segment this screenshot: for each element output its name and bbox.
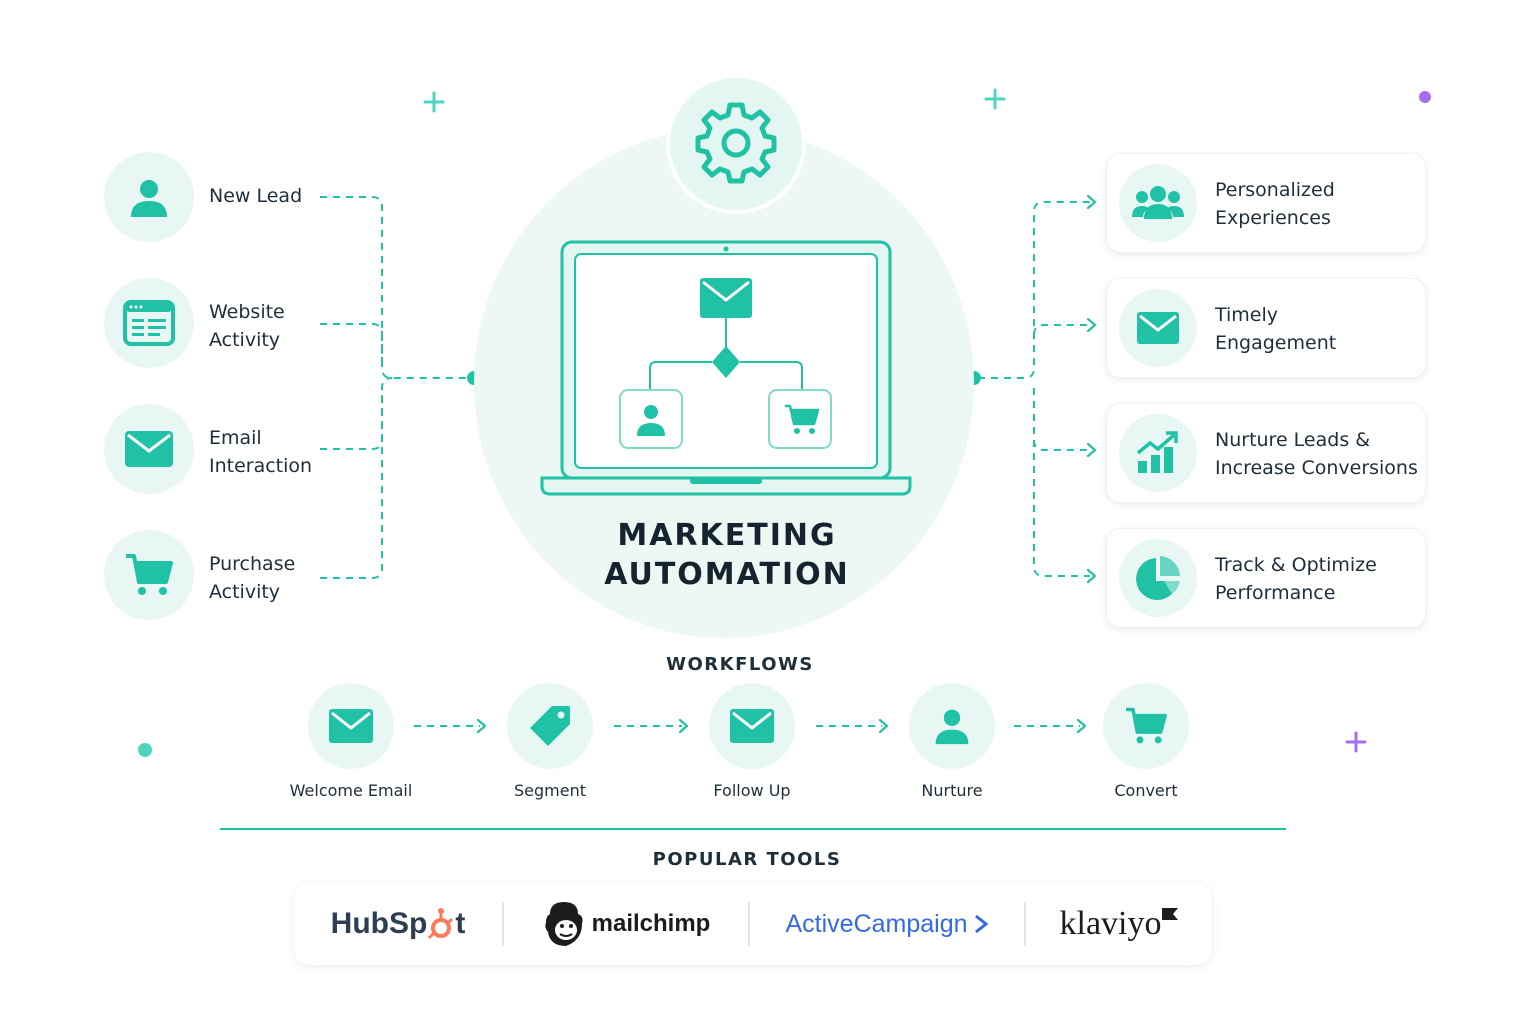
mailchimp-freddie-icon	[544, 902, 583, 946]
pie-chart-icon	[1136, 556, 1180, 600]
input-website-icon-bg	[104, 278, 194, 368]
screen-mail-icon	[700, 278, 752, 318]
chevron-right-icon	[974, 914, 988, 934]
workflows-title: WORKFLOWS	[666, 654, 814, 675]
output-icon-bg	[1119, 164, 1197, 242]
laptop-illustration	[540, 240, 912, 496]
decision-diamond-icon	[712, 346, 740, 378]
workflow-step-segment: Segment	[470, 683, 630, 800]
mail-icon	[1137, 312, 1179, 344]
workflow-step-convert: Convert	[1066, 683, 1226, 800]
workflow-icon-bg	[909, 683, 995, 769]
hub-title-line1: MARKETING	[617, 518, 837, 553]
browser-window-icon	[123, 300, 175, 346]
mailchimp-logo: mailchimp	[504, 883, 748, 965]
workflow-step-welcome-email: Welcome Email	[271, 683, 431, 800]
output-icon-bg	[1119, 539, 1197, 617]
cart-icon	[126, 554, 173, 595]
popular-tools-title: POPULAR TOOLS	[652, 849, 842, 870]
group-icon	[1132, 186, 1184, 219]
workflow-icon-bg	[507, 683, 593, 769]
workflow-icon-bg	[1103, 683, 1189, 769]
workflow-step-nurture: Nurture	[872, 683, 1032, 800]
workflow-step-follow-up: Follow Up	[672, 683, 832, 800]
tag-icon	[530, 706, 570, 746]
mail-icon	[730, 709, 774, 743]
input-new-lead-icon-bg	[104, 152, 194, 242]
tools-divider	[1024, 902, 1026, 946]
workflow-step-label: Nurture	[921, 781, 983, 800]
hub-title-line2: AUTOMATION	[604, 557, 850, 592]
mail-icon	[329, 709, 373, 743]
workflow-step-label: Segment	[514, 781, 586, 800]
output-icon-bg	[1119, 289, 1197, 367]
user-icon	[131, 180, 167, 217]
activecampaign-logo: ActiveCampaign	[750, 883, 1024, 965]
output-icon-bg	[1119, 414, 1197, 492]
workflow-step-label: Follow Up	[713, 781, 791, 800]
workflow-icon-bg	[308, 683, 394, 769]
gear-icon	[695, 102, 777, 184]
input-email-icon-bg	[104, 404, 194, 494]
input-label-new-lead: New Lead	[209, 185, 303, 207]
workflow-icon-bg	[709, 683, 795, 769]
output-card-nurture: Nurture Leads &Increase Conversions	[1106, 403, 1426, 503]
cart-icon	[1126, 707, 1167, 744]
tools-divider	[502, 902, 504, 946]
mail-icon	[125, 431, 173, 467]
output-label-nurture: Nurture Leads &Increase Conversions	[1215, 429, 1418, 479]
klaviyo-flag-icon	[1162, 908, 1179, 920]
hubspot-logo: HubSp t	[330, 907, 466, 940]
growth-chart-icon	[1136, 431, 1178, 473]
workflow-step-label: Welcome Email	[289, 781, 413, 800]
hubspot-sprocket-icon	[428, 908, 454, 940]
workflow-step-label: Convert	[1114, 781, 1178, 800]
klaviyo-logo: klaviyo	[1026, 883, 1212, 965]
tools-card: HubSp t mailchimp ActiveCampaign klaviyo	[294, 883, 1212, 965]
input-purchase-icon-bg	[104, 530, 194, 620]
tools-divider	[748, 902, 750, 946]
user-icon	[935, 709, 969, 745]
gear-badge	[666, 74, 806, 214]
